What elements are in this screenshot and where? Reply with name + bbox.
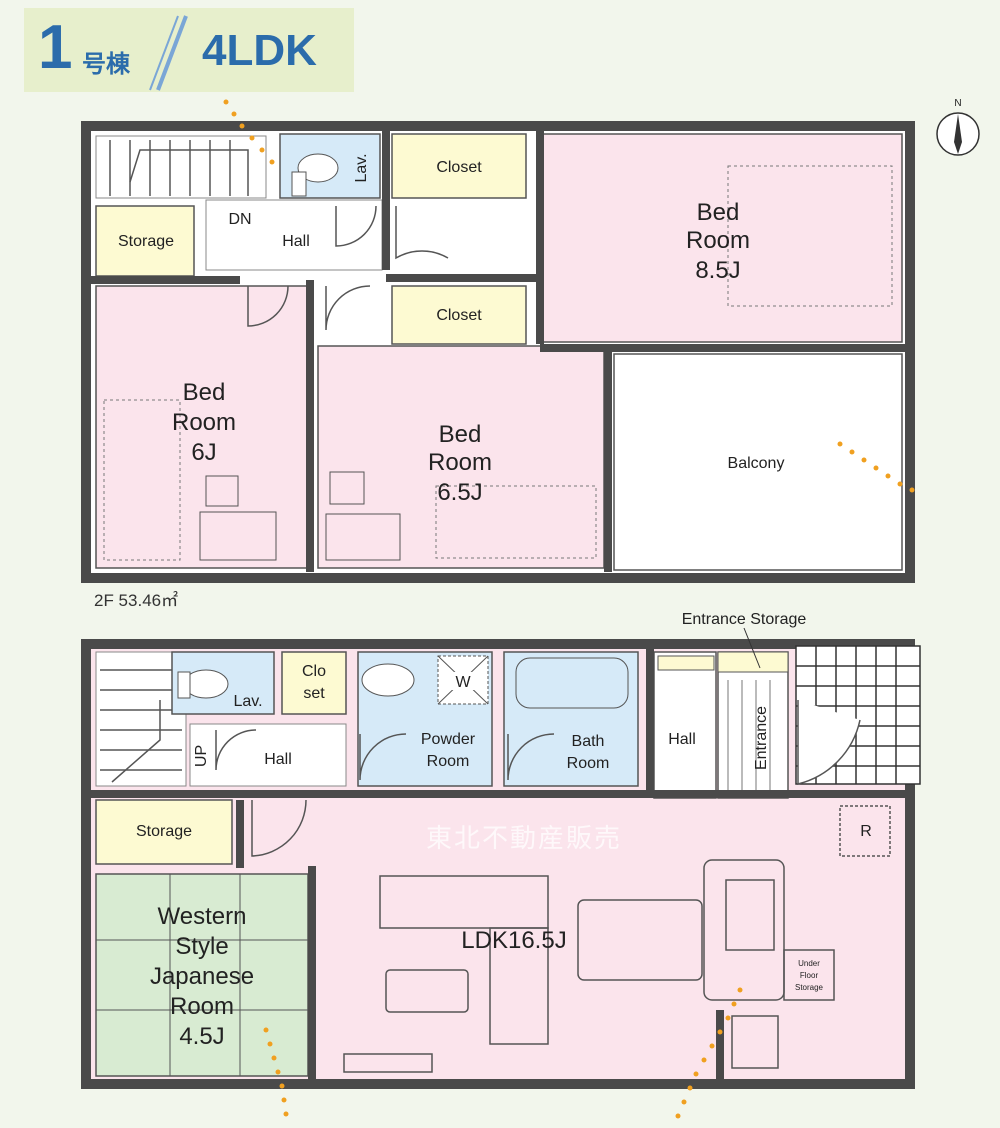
label-bedroom-6-size: 6J (191, 439, 216, 466)
stove-icon (731, 1015, 779, 1069)
label-bedroom-65-size: 6.5J (437, 479, 482, 506)
dotted-path-1f (263, 987, 743, 1119)
dotted-path-2f (223, 99, 915, 493)
slash-divider (149, 15, 188, 91)
label-underfloor-l3: Storage (795, 983, 824, 992)
label-closet-1f-l1: Clo (302, 663, 326, 680)
label-bedroom-6-l1: Bed (183, 379, 226, 406)
label-powder-l1: Powder (421, 731, 476, 748)
bed-icon-65j (435, 485, 597, 559)
label-closet-mid: Closet (436, 307, 482, 324)
label-western-l4: Room (170, 993, 234, 1020)
entrance-door (797, 700, 861, 785)
western-japanese-room (95, 873, 309, 1077)
storage-1f (95, 799, 233, 865)
label-hall-left: Hall (264, 751, 292, 768)
label-ldk: LDK16.5J (461, 927, 566, 954)
label-bath-l1: Bath (572, 733, 605, 750)
label-underfloor-l1: Under (798, 959, 820, 968)
label-storage-1f: Storage (136, 823, 192, 840)
stair-2f (95, 135, 267, 199)
label-bedroom-85-l1: Bed (697, 199, 740, 226)
label-lav-1f: Lav. (233, 693, 262, 710)
stairs-icon-1f (100, 669, 182, 783)
label-bedroom-65-l2: Room (428, 449, 492, 476)
label-bedroom-65-l1: Bed (439, 421, 482, 448)
label-hall-2f: Hall (282, 233, 310, 250)
label-western-size: 4.5J (179, 1023, 224, 1050)
label-hall-right: Hall (668, 731, 696, 748)
entrance (717, 651, 789, 799)
label-bedroom-85-l2: Room (686, 227, 750, 254)
closet-top (391, 133, 527, 199)
label-fridge: R (860, 823, 872, 840)
entrance-tiles (727, 680, 771, 796)
bed-icon-6j (103, 399, 181, 561)
toilet-icon (297, 153, 339, 183)
label-western-l3: Japanese (150, 963, 254, 990)
floor-1: Lav. Clo set W Powder Room Bath Room Hal… (81, 611, 921, 1119)
door-icons-1f (215, 729, 555, 857)
label-dn: DN (228, 211, 251, 228)
label-western-l2: Style (175, 933, 228, 960)
closet-1f (281, 651, 347, 715)
floor2-interior-walls (90, 130, 906, 572)
watermark: 東北不動産販売 (426, 824, 623, 854)
label-washer: W (455, 674, 471, 691)
storage-2f (95, 205, 195, 277)
bed-icon (727, 165, 893, 307)
label-bedroom-85-size: 8.5J (695, 257, 740, 284)
label-bedroom-6-l2: Room (172, 409, 236, 436)
label-closet-top: Closet (436, 159, 482, 176)
label-underfloor-l2: Floor (800, 971, 819, 980)
label-entrance-storage: Entrance Storage (682, 611, 807, 628)
tatami-lines (96, 874, 308, 1076)
hall-1f-right (653, 651, 717, 799)
toilet-icon-1f (183, 669, 229, 699)
label-closet-1f-l2: set (303, 685, 325, 702)
kitchen-counter (703, 859, 785, 1001)
floor-2: Lav. Closet Bed Room 8.5J Storage DN Hal… (81, 99, 915, 583)
closet-mid (391, 285, 527, 345)
layout-type: 4LDK (202, 26, 317, 75)
label-up: UP (193, 745, 210, 767)
balcony (613, 353, 903, 571)
ldk-furniture (343, 805, 891, 1073)
bedroom-8-5j (539, 133, 903, 343)
fridge-icon (839, 805, 891, 857)
label-storage-2f: Storage (118, 233, 174, 250)
building-number: 1 (38, 13, 73, 82)
label-powder-l2: Room (427, 753, 470, 770)
floor1-interior-walls (90, 648, 906, 1080)
door-icons-2f (247, 205, 449, 331)
hall-2f (205, 199, 383, 271)
label-entrance: Entrance (753, 706, 770, 770)
north-label: N (954, 98, 961, 109)
dining-table (577, 899, 703, 981)
stairs-icon (109, 140, 249, 196)
label-bath-l2: Room (567, 755, 610, 772)
label-lav-2f: Lav. (353, 153, 370, 182)
floor2-area: 2F 53.46㎡ (94, 591, 179, 610)
building-suffix: 号棟 (82, 50, 130, 78)
label-western-l1: Western (158, 903, 247, 930)
bedroom-6j (95, 285, 309, 569)
stair-1f (95, 651, 187, 787)
compass-icon: N (936, 98, 980, 156)
bedroom-6-5j (317, 345, 605, 569)
title-banner: 1 号棟 4LDK (24, 8, 354, 92)
label-balcony: Balcony (728, 455, 785, 472)
